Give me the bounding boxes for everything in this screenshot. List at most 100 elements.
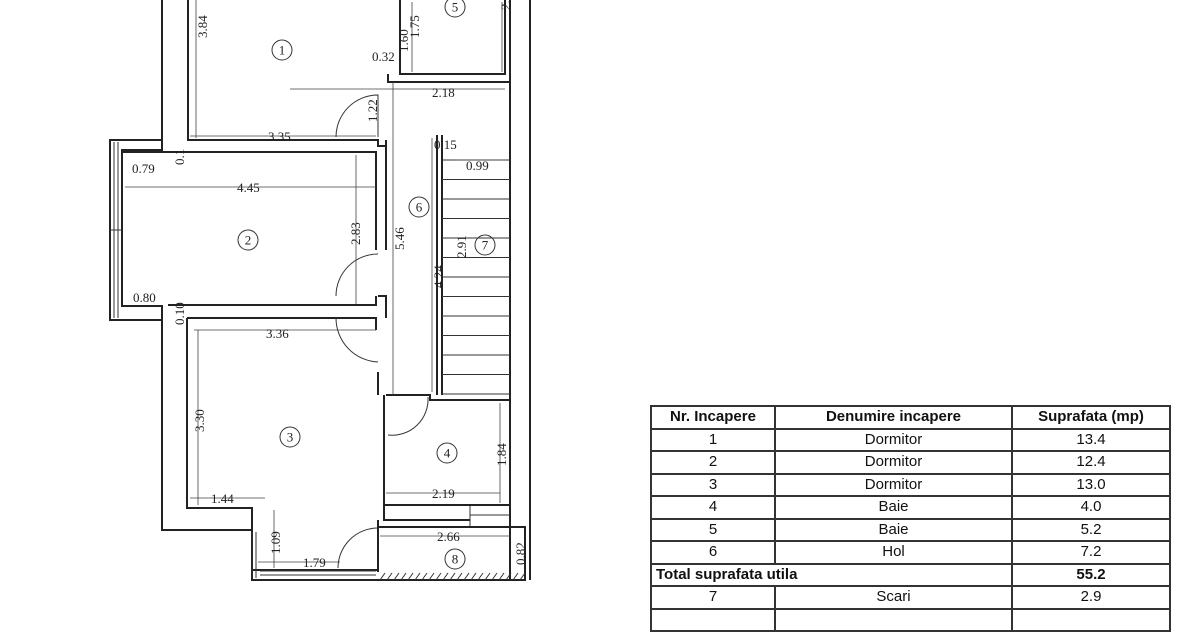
dim-label: 1.44 xyxy=(211,491,234,506)
room-number-5: 5 xyxy=(452,0,459,15)
room-number-cell: 6 xyxy=(650,540,776,565)
room-number-cell: 1 xyxy=(650,427,776,452)
hatch-line xyxy=(414,572,421,581)
room-area-cell: 13.0 xyxy=(1011,472,1171,497)
hatch-line xyxy=(421,572,428,581)
dim-label: 2.19 xyxy=(432,486,455,501)
window-frames xyxy=(110,142,510,578)
room-number-7: 7 xyxy=(482,238,489,253)
room-area-cell: 13.4 xyxy=(1011,427,1171,452)
hatch-line xyxy=(456,572,463,581)
dim-label: 2.91 xyxy=(454,235,469,258)
hatch-line xyxy=(484,572,491,581)
hatch-line xyxy=(428,572,435,581)
dim-label: 1.22 xyxy=(365,99,380,122)
room-number-1: 1 xyxy=(279,43,286,58)
room-areas-table: Nr. Incapere Denumire incapere Suprafata… xyxy=(650,405,1171,632)
hatch-line xyxy=(449,572,456,581)
hatch-line xyxy=(435,572,442,581)
dim-label: 0.1 xyxy=(172,149,187,165)
dim-label: 2.6 xyxy=(498,0,513,10)
total-value: 55.2 xyxy=(1011,562,1171,587)
room-area-cell: 2.9 xyxy=(1011,585,1171,610)
balcony-hatch xyxy=(379,572,526,581)
room-number-cell: 7 xyxy=(650,585,776,610)
walls xyxy=(109,0,531,581)
room-number-6: 6 xyxy=(416,200,423,215)
hatch-line xyxy=(386,572,393,581)
dim-label: 2.66 xyxy=(437,529,460,544)
dim-label: 2.83 xyxy=(348,222,363,245)
hatch-line xyxy=(477,572,484,581)
hatch-line xyxy=(519,572,526,581)
room-area-cell: 7.2 xyxy=(1011,540,1171,565)
dim-label: 3.30 xyxy=(192,409,207,432)
hatch-line xyxy=(505,572,512,581)
hatch-line xyxy=(491,572,498,581)
hatch-line xyxy=(393,572,400,581)
hatch-line xyxy=(400,572,407,581)
room-name-cell: Dormitor xyxy=(774,427,1013,452)
table-header-row: Nr. Incapere Denumire incapere Suprafata… xyxy=(650,405,1171,430)
dim-label: 1.79 xyxy=(303,555,326,570)
dim-label: 1.75 xyxy=(407,15,422,38)
cut-off-cell xyxy=(774,607,1013,632)
hatch-line xyxy=(463,572,470,581)
dim-label: 0.80 xyxy=(133,290,156,305)
hatch-line xyxy=(407,572,414,581)
room-area-cell: 4.0 xyxy=(1011,495,1171,520)
column-header: Nr. Incapere xyxy=(650,405,776,430)
hatch-line xyxy=(498,572,505,581)
dim-label: 4.45 xyxy=(237,180,260,195)
room-name-cell: Dormitor xyxy=(774,450,1013,475)
room-number-2: 2 xyxy=(245,233,252,248)
dim-label: 1.09 xyxy=(268,531,283,554)
dim-label: 3.35 xyxy=(268,129,291,144)
hatch-line xyxy=(470,572,477,581)
dim-label: 0.15 xyxy=(434,137,457,152)
dim-label: 3.36 xyxy=(266,326,289,341)
dim-label: 1.60 xyxy=(396,29,411,52)
room-number-4: 4 xyxy=(444,446,451,461)
room-name-cell: Baie xyxy=(774,517,1013,542)
dim-label: 4.24 xyxy=(431,265,446,288)
room-number-cell: 4 xyxy=(650,495,776,520)
dim-label: 0.82 xyxy=(513,542,528,565)
column-header: Denumire incapere xyxy=(774,405,1013,430)
dim-label: 2.18 xyxy=(432,85,455,100)
dim-label: 1.84 xyxy=(494,443,509,466)
dimension-lines xyxy=(125,0,510,568)
room-number-8: 8 xyxy=(452,552,459,567)
hatch-line xyxy=(379,572,386,581)
room-number-3: 3 xyxy=(287,430,294,445)
cut-off-cell xyxy=(650,607,776,632)
dim-label: 5.46 xyxy=(392,227,407,250)
stairs xyxy=(442,159,510,395)
room-area-cell: 12.4 xyxy=(1011,450,1171,475)
cut-off-cell xyxy=(1011,607,1171,632)
room-number-cell: 5 xyxy=(650,517,776,542)
dimension-labels: 3.84 1.60 1.75 2.6 0.32 2.18 1.22 3.35 0… xyxy=(132,0,528,570)
room-name-cell: Dormitor xyxy=(774,472,1013,497)
room-name-cell: Baie xyxy=(774,495,1013,520)
room-name-cell: Hol xyxy=(774,540,1013,565)
doors xyxy=(335,94,429,569)
total-label: Total suprafata utila xyxy=(650,562,1013,587)
room-name-cell: Scari xyxy=(774,585,1013,610)
hatch-line xyxy=(442,572,449,581)
room-markers: 1 5 2 6 7 3 4 8 xyxy=(237,0,496,570)
dim-label: 0.79 xyxy=(132,161,155,176)
room-number-cell: 3 xyxy=(650,472,776,497)
room-number-cell: 2 xyxy=(650,450,776,475)
room-area-cell: 5.2 xyxy=(1011,517,1171,542)
hatch-line xyxy=(512,572,519,581)
